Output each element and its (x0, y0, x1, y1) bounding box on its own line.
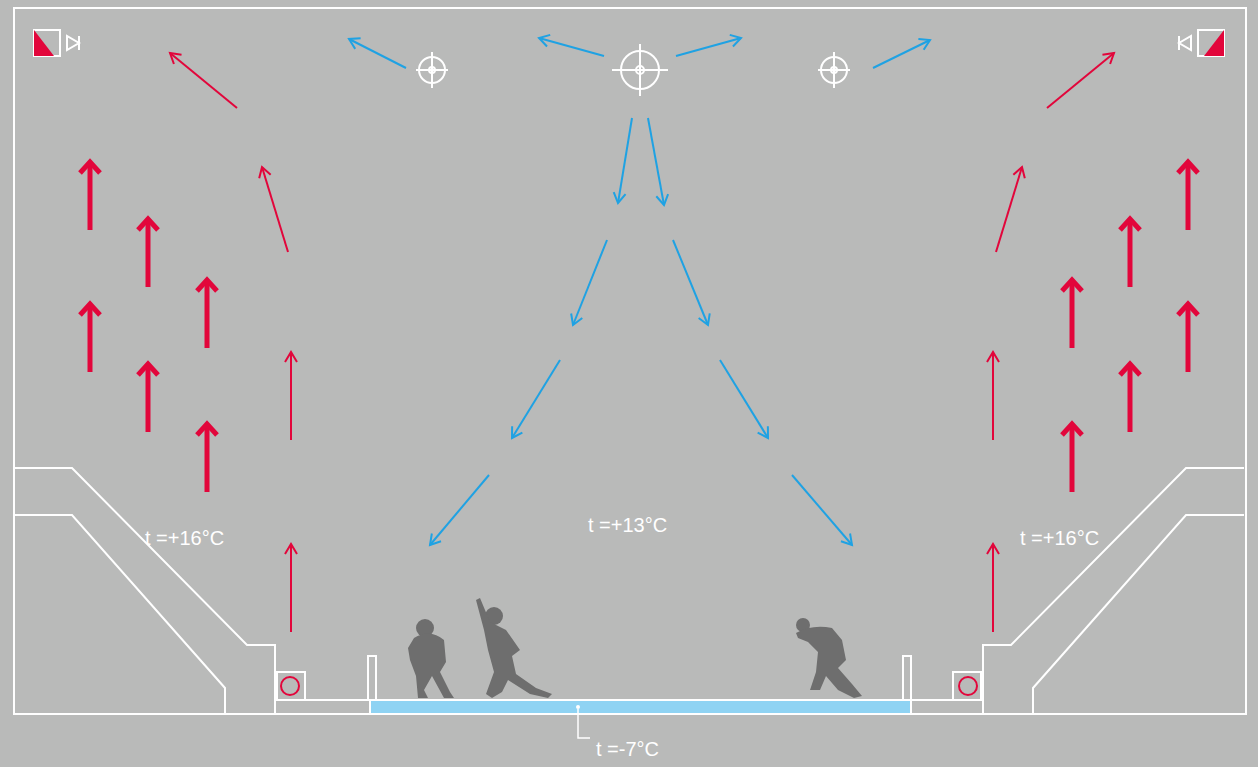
supply-air-arrow (349, 39, 406, 68)
warm-air-arrow (1128, 219, 1133, 287)
air-diffuser (416, 44, 850, 96)
warm-air-arrow (88, 162, 93, 230)
temperature-label: t =-7°C (596, 737, 659, 761)
heater-outlet (959, 677, 977, 695)
warm-air-arrow (88, 304, 93, 372)
hall-outline (983, 468, 1244, 714)
skater-figure (408, 598, 862, 698)
warm-air-arrow (170, 53, 237, 108)
warm-air-arrow (1186, 304, 1191, 372)
hall-outline (14, 468, 275, 714)
supply-air-arrow (430, 475, 489, 545)
speaker-icon (34, 30, 60, 56)
hall-outline (953, 672, 981, 700)
air-diffuser (431, 52, 433, 88)
supply-air-arrow (512, 360, 560, 438)
supply-air-arrow (349, 38, 930, 545)
speaker-icon (1179, 36, 1191, 50)
warm-air-arrow (290, 352, 292, 440)
supply-air-arrow (539, 38, 604, 56)
air-diffuser (833, 52, 835, 88)
heater-outlet (281, 677, 977, 695)
warm-air-arrow (996, 167, 1022, 252)
skater-figure (796, 627, 862, 698)
hall-outline (277, 672, 305, 700)
supply-air-arrow (673, 240, 708, 325)
skater-figure (408, 633, 454, 698)
hall-outline (368, 656, 376, 700)
warm-air-arrow (290, 544, 292, 632)
temperature-label: t =+13°C (588, 513, 667, 537)
warm-air-arrow (146, 219, 151, 287)
supply-air-arrow (792, 475, 852, 545)
speaker-icon (1204, 30, 1224, 56)
ice-slab (370, 700, 911, 714)
speaker-icon (34, 30, 1224, 56)
warm-air-arrow (1070, 424, 1075, 492)
leader-line (576, 705, 590, 738)
supply-air-arrow (873, 40, 930, 68)
warm-air-arrow (992, 544, 994, 632)
warm-air-arrow (262, 167, 288, 252)
warm-air-arrow (992, 352, 994, 440)
supply-air-arrow (618, 118, 632, 203)
warm-air-arrow (1128, 364, 1133, 432)
leader-line (576, 705, 580, 709)
warm-air-arrow (1186, 162, 1191, 230)
hall-outline (903, 656, 911, 700)
supply-air-arrow (720, 360, 768, 438)
air-diffuser (639, 44, 641, 96)
warm-air-arrow (90, 162, 1188, 492)
warm-air-arrow (1047, 53, 1114, 108)
warm-air-arrow (205, 280, 210, 348)
warm-air-arrow (146, 364, 151, 432)
speaker-icon (34, 30, 54, 56)
temperature-label: t =+16°C (145, 526, 224, 550)
leader-line (578, 709, 590, 738)
speaker-icon (1198, 30, 1224, 56)
warm-air-arrow (1070, 280, 1075, 348)
hall-outline (14, 515, 225, 714)
supply-air-arrow (573, 240, 607, 325)
hall-outline (14, 8, 1246, 714)
hall-outline (305, 699, 370, 701)
warm-air-arrow (205, 424, 210, 492)
temperature-label: t =+16°C (1020, 526, 1099, 550)
supply-air-arrow (676, 38, 741, 56)
supply-air-arrow (648, 118, 664, 205)
heater-outlet (281, 677, 299, 695)
speaker-icon (67, 36, 79, 50)
hall-outline (14, 8, 1246, 714)
warm-air-arrow (170, 53, 1114, 632)
skater-figure (476, 598, 552, 698)
